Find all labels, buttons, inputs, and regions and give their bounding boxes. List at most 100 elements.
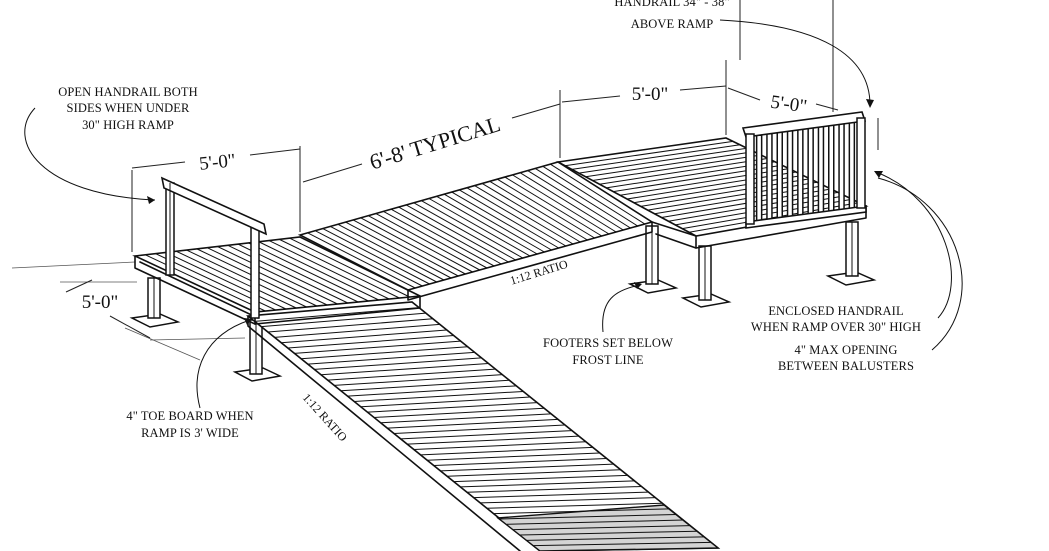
enclosed-handrail-label-line1: ENCLOSED HANDRAIL [768,304,903,318]
deck-slat [453,474,628,483]
deck-slat [428,198,531,257]
deck-slat [368,215,473,273]
dimension-lines [65,0,879,339]
deck-slat [287,335,454,349]
deck-slat [585,151,755,178]
deck-slat [254,307,419,322]
deck-slat [390,208,495,267]
deck-slat [534,168,631,229]
deck-slat [466,486,642,493]
deck-slat [334,374,503,386]
deck-slat [354,390,524,402]
deck-slat [307,351,475,365]
deck-slat [460,480,635,488]
deck-slat [314,357,482,370]
deck-slat [337,223,445,281]
ground-lines [11,261,246,361]
deck-slat [519,172,617,233]
deck-slat [320,363,489,376]
max-opening-label-line2: BETWEEN BALUSTERS [778,359,914,373]
deck-slat [387,418,559,429]
deck-slat [654,185,825,215]
enclosed-handrail [741,111,867,229]
deck-slat [307,232,416,289]
deck-slat [633,174,804,204]
lower-ramp-ratio: 1:12 RATIO [300,390,351,444]
deck-slat [527,170,624,231]
baluster [776,131,783,223]
baluster [828,124,835,216]
deck-slat [447,469,621,477]
deck-slat [301,346,468,360]
deck-slat [261,312,426,328]
deck-slat [421,200,524,259]
typical-run-dim: 6'-8' TYPICAL [366,111,503,174]
deck-slat [571,144,741,170]
deck-slat [550,163,646,225]
deck-slat [393,424,566,434]
enclosed-handrail-label-line2: WHEN RAMP OVER 30" HIGH [751,320,921,334]
deck-slat [466,187,567,247]
deck-slat [443,193,545,253]
deck-slat [398,206,502,265]
baluster [807,127,814,219]
deck-slat [480,497,656,504]
deck-slat [267,318,433,333]
upper-ramp [297,161,654,301]
left-handrail [160,176,268,319]
lower-ramp [245,301,721,551]
deck-slat [206,247,328,306]
deck-slat [279,238,400,299]
deck-slat [440,463,614,472]
deck-slat [486,502,663,509]
deck-slat [520,530,698,536]
deck-slat [345,221,452,279]
baluster [817,125,825,217]
open-handrail-label-line2: SIDES WHEN UNDER [67,101,190,115]
deck-slat [405,204,509,263]
deck-slat [340,379,510,392]
max-opening-label-line1: 4" MAX OPENING [794,343,897,357]
deck-slat [327,368,496,381]
deck-slat [248,242,369,302]
support-posts [147,221,859,375]
footers-label-line1: FOOTERS SET BELOW [543,336,673,350]
deck-slat [268,240,390,300]
deck-slat [289,237,410,298]
deck-slat [436,195,538,255]
deck-slat [165,251,287,310]
deck-slat [258,241,379,301]
baluster [848,121,856,213]
deck-slat [493,508,670,515]
right-landing-width-dim: 5'-0" [769,92,808,118]
deck-slat [330,225,437,283]
deck-slat [500,513,677,520]
deck-slat [526,536,705,541]
deck-slat [281,329,447,344]
deck-slat [374,407,545,418]
open-handrail-label-line1: OPEN HANDRAIL BOTH [58,85,198,99]
toe-board-label-line1: 4" TOE BOARD WHEN [126,409,253,423]
top-run-dim: 5'-0" [632,84,669,105]
deck-slat [433,458,607,467]
deck-slat [413,202,516,261]
deck-slat [474,185,574,245]
baluster [755,134,763,226]
deck-slat [451,191,552,251]
deck-slat [542,165,638,227]
deck-slat [314,230,423,287]
deck-slat [347,385,517,397]
deck-slat [360,217,466,275]
handrail-height-label-line2: ABOVE RAMP [631,17,714,31]
baluster [766,133,773,225]
footers-label-line2: FROST LINE [572,353,644,367]
deck-slat [513,525,691,531]
deck-slat [227,244,349,304]
deck-slat [427,452,600,461]
deck-slat [383,210,488,269]
deck-slat [322,228,430,285]
baluster [786,130,794,222]
deck-slat [592,154,762,181]
